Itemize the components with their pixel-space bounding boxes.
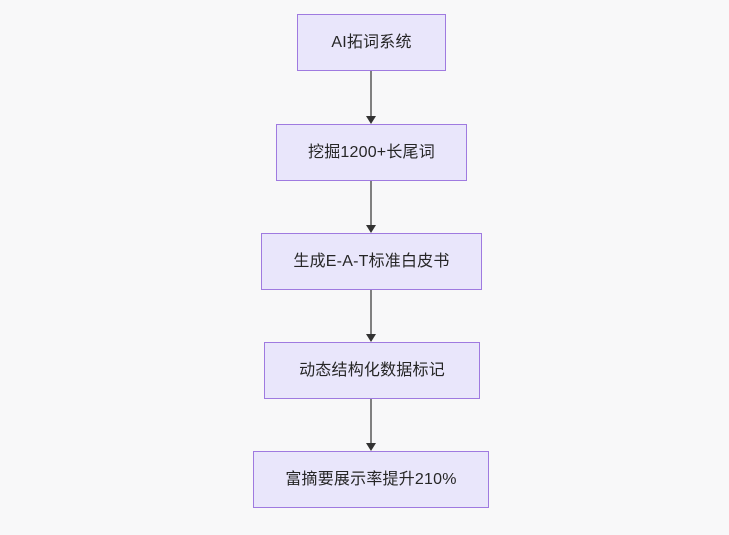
flow-arrowhead-icon <box>366 443 376 451</box>
flow-arrowhead-icon <box>366 116 376 124</box>
flow-node-label: 挖掘1200+长尾词 <box>308 143 435 161</box>
flow-node-label: 动态结构化数据标记 <box>299 361 445 379</box>
flow-node[interactable]: 挖掘1200+长尾词 <box>276 124 467 181</box>
flow-node-label: 富摘要展示率提升210% <box>285 470 457 488</box>
flow-node[interactable]: 动态结构化数据标记 <box>264 342 480 399</box>
flow-node[interactable]: 生成E-A-T标准白皮书 <box>261 233 482 290</box>
flow-node[interactable]: AI拓词系统 <box>297 14 446 71</box>
flow-node-label: AI拓词系统 <box>331 33 412 51</box>
flow-node-label: 生成E-A-T标准白皮书 <box>293 252 450 270</box>
flow-arrowhead-icon <box>366 334 376 342</box>
flow-node[interactable]: 富摘要展示率提升210% <box>253 451 489 508</box>
flow-arrowhead-icon <box>366 225 376 233</box>
